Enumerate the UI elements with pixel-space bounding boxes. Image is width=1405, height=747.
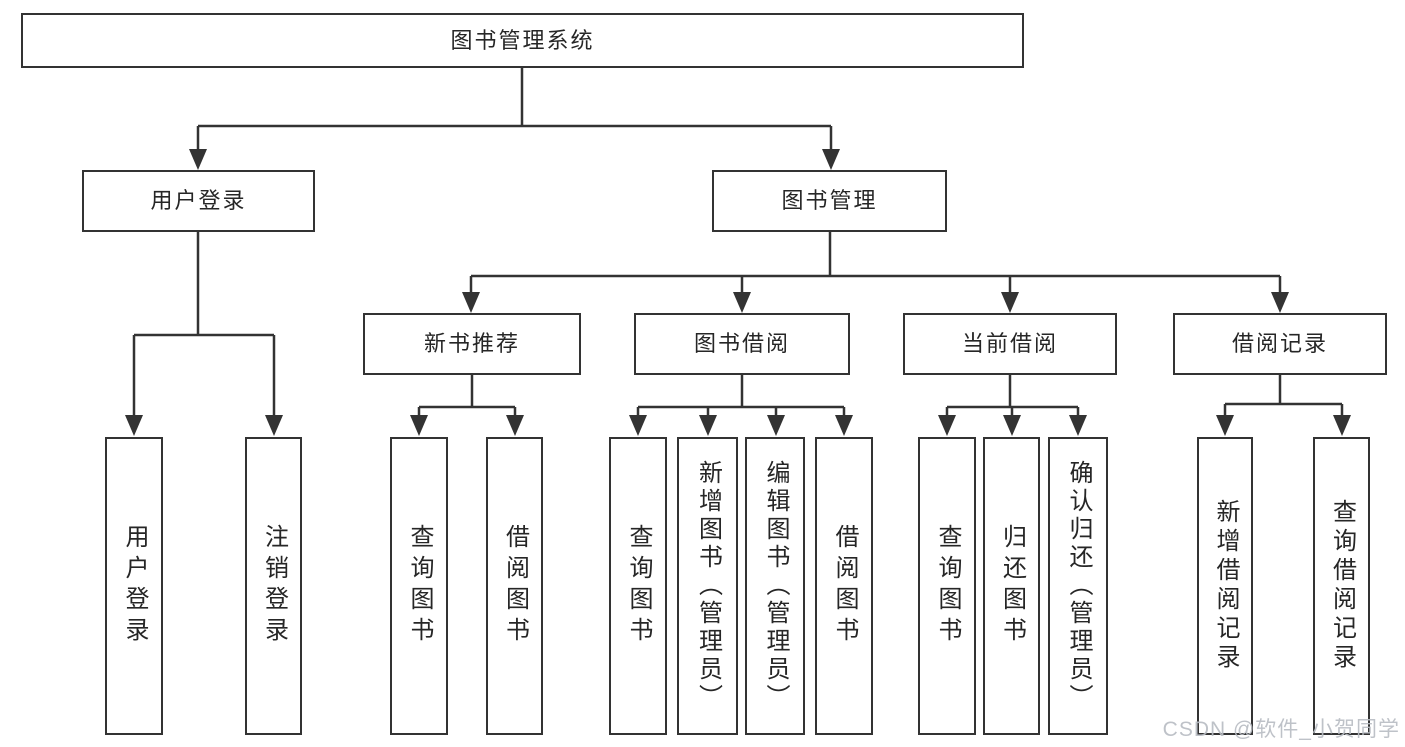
node-label: 用户登录	[121, 524, 148, 648]
watermark: CSDN @软件_小贺同学	[1162, 718, 1400, 741]
node-label: 注销登录	[260, 524, 288, 648]
node-label: 查询图书	[934, 524, 961, 648]
node-label: 编辑图书（管理员）	[762, 460, 789, 712]
leaf-edit-books-admin: 编辑图书（管理员）	[745, 437, 805, 735]
arrowhead-icon	[767, 415, 785, 436]
node-new-book-recommendation: 新书推荐	[363, 313, 581, 375]
arrowhead-icon	[733, 292, 751, 313]
node-label: 新增借阅记录	[1212, 499, 1239, 673]
arrowhead-icon	[1069, 415, 1087, 436]
node-root: 图书管理系统	[21, 13, 1024, 68]
connector-user-login	[132, 232, 276, 418]
leaf-add-books-admin: 新增图书（管理员）	[677, 437, 738, 735]
node-user-login: 用户登录	[82, 170, 315, 232]
node-label: 查询图书	[406, 524, 433, 648]
leaf-return-books: 归还图书	[983, 437, 1040, 735]
node-borrowing-records: 借阅记录	[1173, 313, 1387, 375]
node-label: 图书管理系统	[450, 27, 595, 53]
leaf-borrow-books-borrowing: 借阅图书	[815, 437, 873, 735]
node-label: 图书借阅	[693, 331, 790, 356]
node-label: 当前借阅	[961, 331, 1058, 356]
arrowhead-icon	[410, 415, 428, 436]
arrowhead-icon	[125, 415, 143, 436]
node-label: 新书推荐	[423, 331, 520, 356]
leaf-logout-login: 注销登录	[245, 437, 302, 735]
node-label: 查询图书	[625, 524, 652, 648]
arrowhead-icon	[835, 415, 853, 436]
leaf-query-books-recommendation: 查询图书	[390, 437, 448, 735]
arrowhead-icon	[1271, 292, 1289, 313]
leaf-borrow-books-recommendation: 借阅图书	[486, 437, 543, 735]
arrowhead-icon	[629, 415, 647, 436]
arrowhead-icon	[822, 149, 840, 170]
node-label: 图书管理	[781, 188, 878, 213]
arrowhead-icons	[125, 149, 1351, 436]
node-label: 确认归还（管理员）	[1065, 460, 1092, 712]
node-label: 归还图书	[998, 524, 1026, 648]
node-book-borrowing: 图书借阅	[634, 313, 850, 375]
arrowhead-icon	[1003, 415, 1021, 436]
node-label: 借阅图书	[501, 524, 529, 648]
node-label: 借阅图书	[831, 524, 858, 648]
arrowhead-icon	[1216, 415, 1234, 436]
connector-current	[945, 375, 1080, 418]
node-label: 新增图书（管理员）	[694, 460, 722, 712]
leaf-user-login: 用户登录	[105, 437, 163, 735]
node-label: 借阅记录	[1231, 331, 1328, 356]
leaf-add-borrowing-record: 新增借阅记录	[1197, 437, 1253, 735]
arrowhead-icon	[265, 415, 283, 436]
arrowhead-icon	[699, 415, 717, 436]
connector-records	[1223, 375, 1344, 418]
arrowhead-icon	[1001, 292, 1019, 313]
connector-recommendation	[417, 375, 517, 418]
node-book-management: 图书管理	[712, 170, 947, 232]
connector-borrowing	[636, 375, 846, 418]
arrowhead-icon	[938, 415, 956, 436]
arrowhead-icon	[462, 292, 480, 313]
leaf-query-books-current: 查询图书	[918, 437, 976, 735]
leaf-query-books-borrowing: 查询图书	[609, 437, 667, 735]
arrowhead-icon	[189, 149, 207, 170]
connector-book-management	[469, 232, 1282, 295]
leaf-query-borrowing-record: 查询借阅记录	[1313, 437, 1370, 735]
node-label: 用户登录	[150, 188, 247, 213]
arrowhead-icon	[1333, 415, 1351, 436]
leaf-confirm-return-admin: 确认归还（管理员）	[1048, 437, 1108, 735]
arrowhead-icon	[506, 415, 524, 436]
connector-root	[196, 68, 833, 152]
node-current-borrowing: 当前借阅	[903, 313, 1117, 375]
node-label: 查询借阅记录	[1328, 499, 1356, 673]
